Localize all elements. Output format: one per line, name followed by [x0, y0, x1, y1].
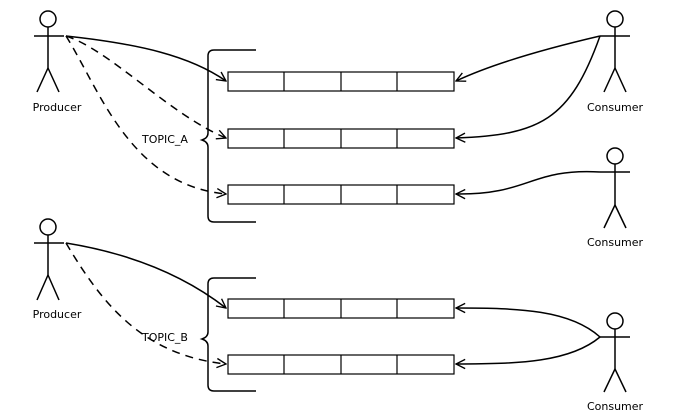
actor-figure	[34, 10, 64, 93]
topic-b-brace	[199, 277, 256, 392]
producer-a-write-arrow	[65, 35, 226, 194]
actor-figure	[600, 10, 630, 93]
consumer-1-read-arrow	[456, 35, 601, 138]
consumer-2-actor: Consumer	[587, 147, 644, 249]
consumer-2-label: Consumer	[587, 236, 644, 249]
consumer-1-label: Consumer	[587, 101, 644, 114]
producer-b-actor: Producer	[33, 218, 82, 321]
actor-figure	[34, 218, 64, 301]
producer-a-label: Producer	[33, 101, 82, 114]
actor-figure	[600, 312, 630, 393]
topic-a-partition-1	[227, 71, 455, 92]
topic-b-partition-1	[227, 298, 455, 319]
producer-a-write-arrow	[65, 35, 226, 81]
consumer-1-actor: Consumer	[587, 10, 644, 114]
topic-a-brace	[199, 49, 256, 223]
producer-b-write-arrow	[65, 242, 226, 364]
consumer-2-read-arrow	[456, 170, 601, 194]
consumer-3-read-arrow	[456, 336, 601, 364]
producer-b-write-arrow	[65, 242, 226, 308]
actor-figure	[600, 147, 630, 229]
consumer-3-actor: Consumer	[587, 312, 644, 413]
producer-a-actor: Producer	[33, 10, 82, 114]
topic-a-partition-2	[227, 128, 455, 149]
topic-a-label: TOPIC_A	[141, 133, 188, 146]
consumer-1-read-arrow	[456, 35, 601, 81]
topic-b-partition-2	[227, 354, 455, 375]
producer-b-label: Producer	[33, 308, 82, 321]
consumer-3-read-arrow	[456, 308, 601, 338]
producer-a-write-arrow	[65, 35, 226, 138]
consumer-3-label: Consumer	[587, 400, 644, 413]
topic-a-partition-3	[227, 184, 455, 205]
